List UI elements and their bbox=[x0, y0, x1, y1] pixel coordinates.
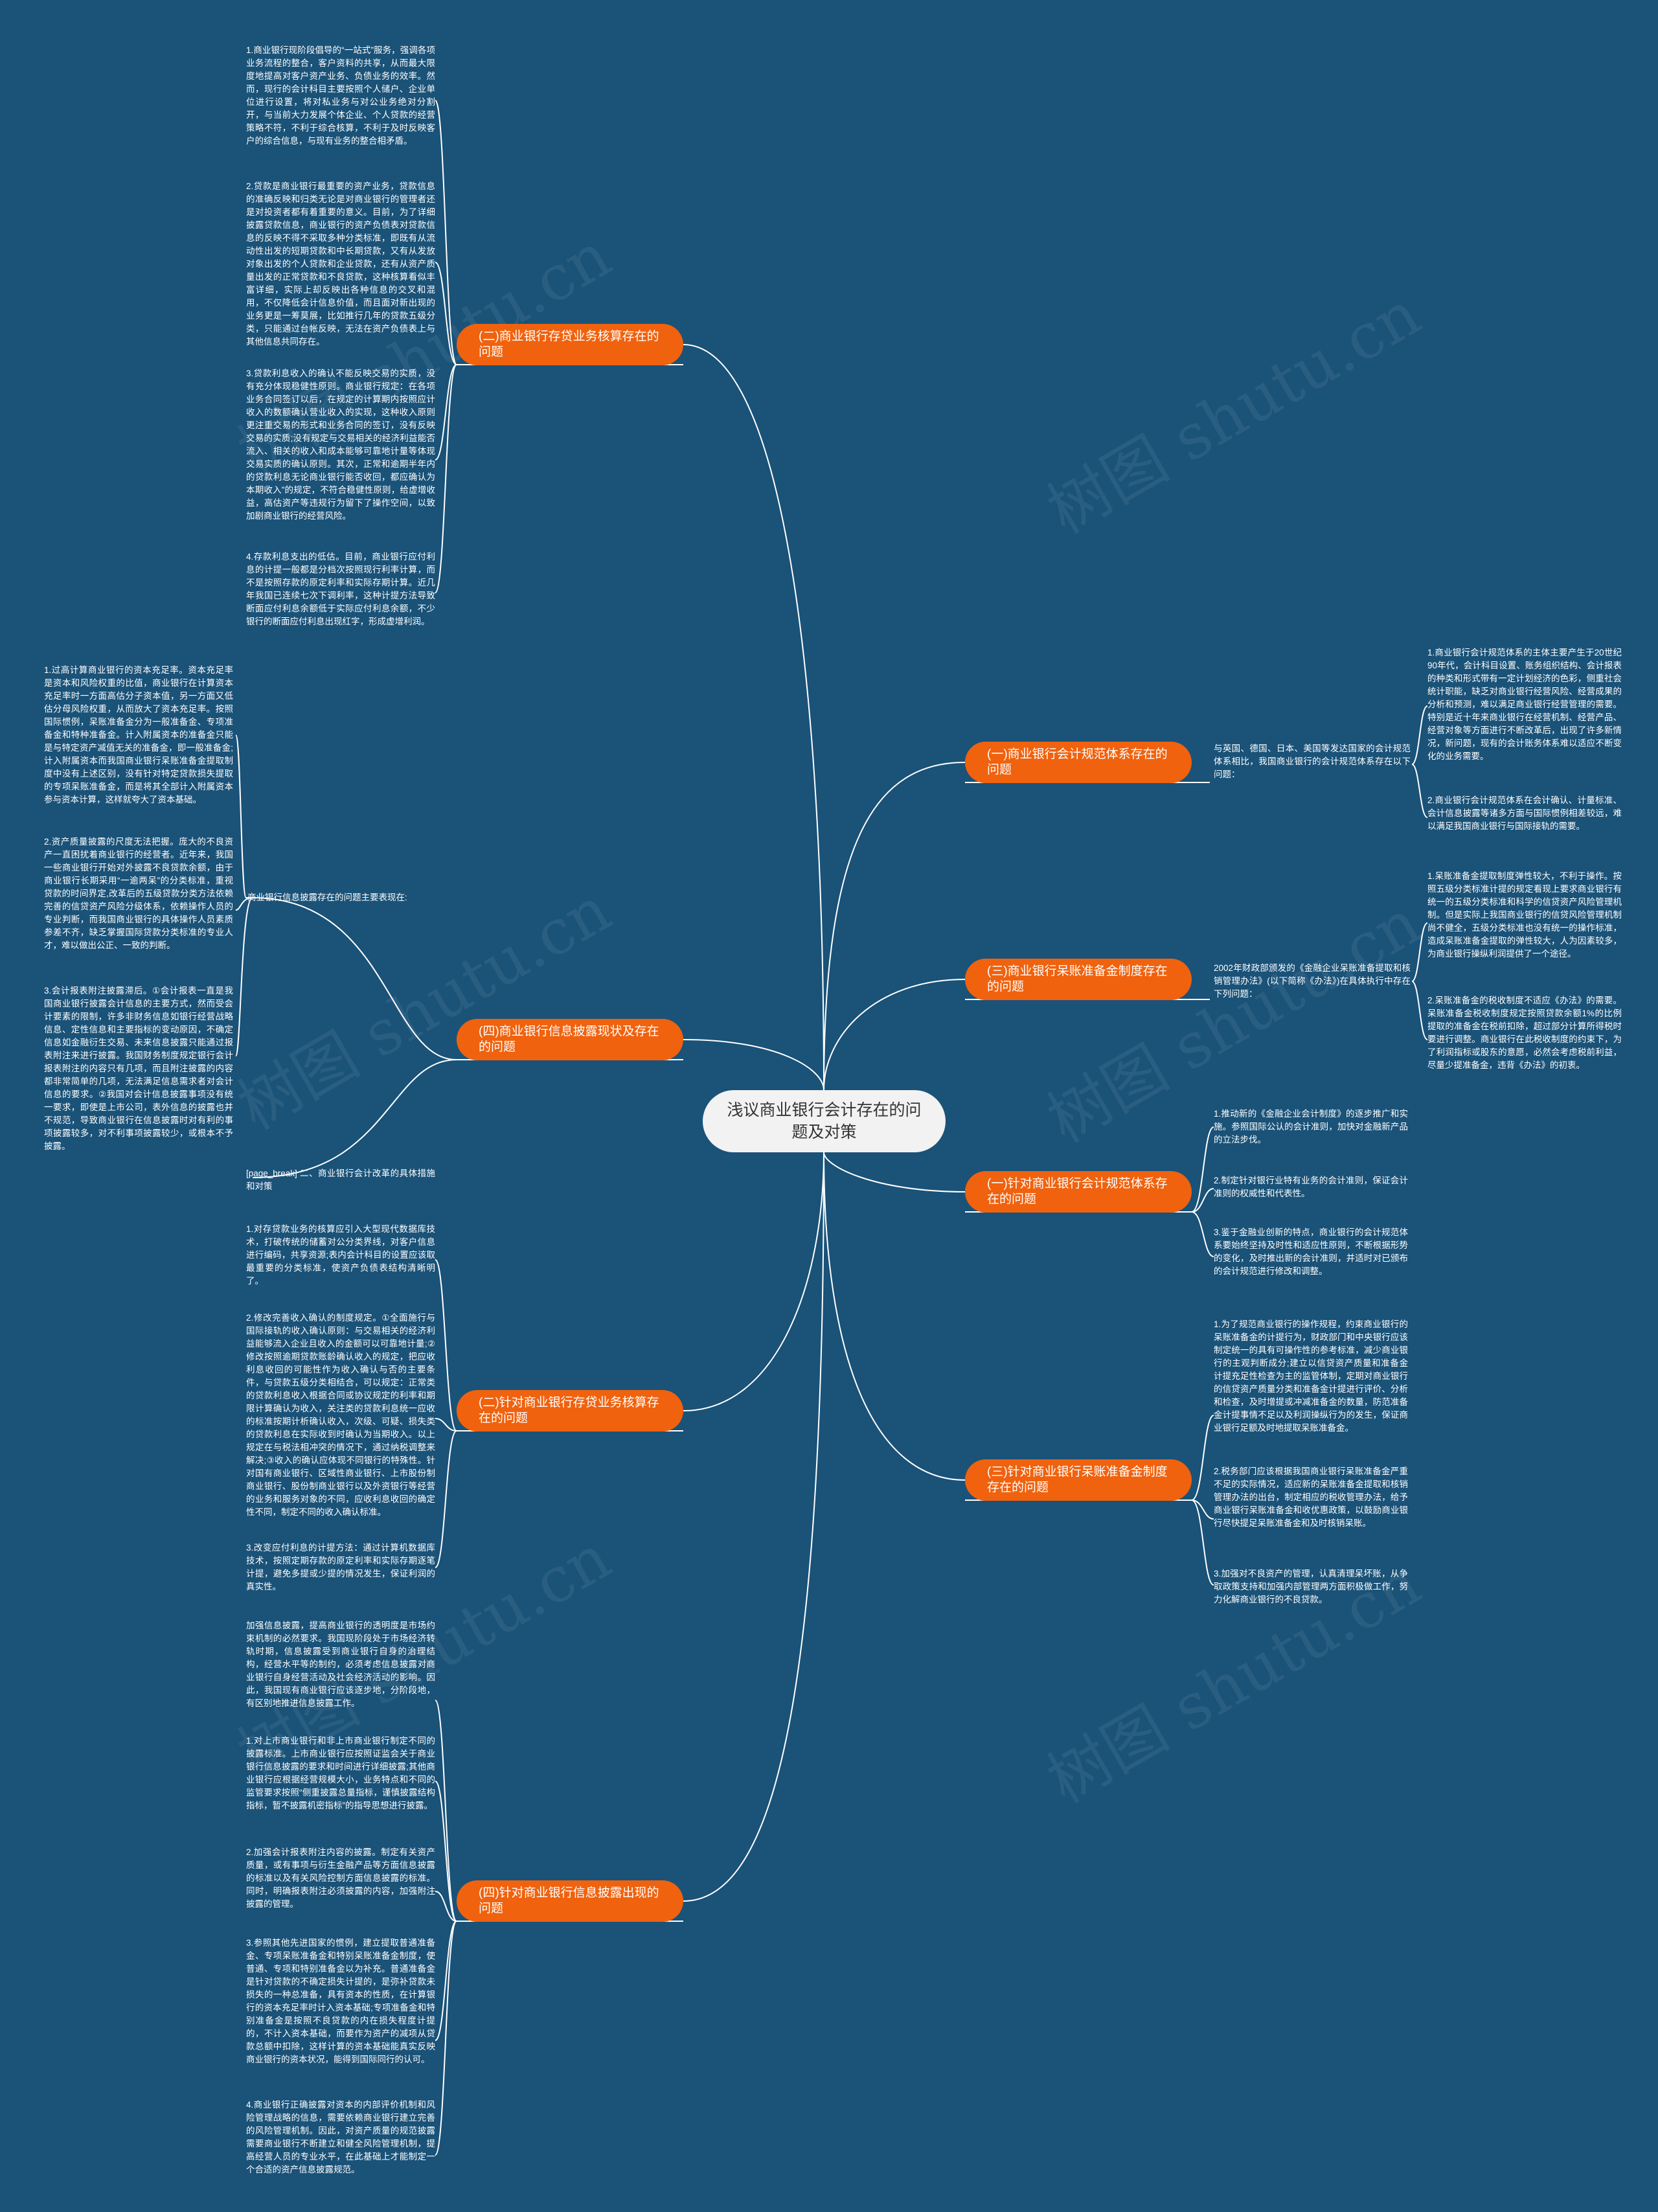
leaf-text: 1.商业银行会计规范体系的主体主要产生于20世纪90年代，会计科目设置、账务组织… bbox=[1427, 648, 1622, 761]
leaf-page-break: [page_break] 二、商业银行会计改革的具体措施和对策 bbox=[246, 1169, 435, 1191]
leaf-text: 1.过高计算商业银行的资本充足率。资本充足率是资本和风险权重的比值，商业银行在计… bbox=[44, 665, 233, 804]
branch-deposit-loan-measures[interactable]: (二)针对商业银行存贷业务核算存在的问题 bbox=[457, 1390, 683, 1431]
leaf-note: 与英国、德国、日本、美国等发达国家的会计规范体系相比，我国商业银行的会计规范体系… bbox=[1214, 744, 1411, 779]
leaf-text: 2.制定针对银行业特有业务的会计准则，保证会计准则的权威性和代表性。 bbox=[1214, 1176, 1408, 1198]
root-topic[interactable]: 浅议商业银行会计存在的问题及对策 bbox=[703, 1090, 946, 1152]
edge-root-b5 bbox=[823, 762, 966, 1091]
edge-root-b1 bbox=[683, 344, 824, 1091]
leaf-text: 3.会计报表附注披露滞后。①会计报表一直是我国商业银行披露会计信息的主要方式，然… bbox=[44, 986, 233, 1151]
branch-bad-debt-reserve-problems[interactable]: (三)商业银行呆账准备金制度存在的问题 bbox=[965, 959, 1192, 1000]
leaf-text: 加强信息披露，提高商业银行的透明度是市场约束机制的必然要求。我国现阶段处于市场经… bbox=[246, 1621, 435, 1708]
leaf-note: 2002年财政部颁发的《金融企业呆账准备提取和核销管理办法》(以下简称《办法》)… bbox=[1214, 963, 1411, 999]
branch-disclosure-measures[interactable]: (四)针对商业银行信息披露出现的问题 bbox=[457, 1880, 683, 1922]
leaf-text: 3.贷款利息收入的确认不能反映交易的实质，没有充分体现稳健性原则。商业银行规定：… bbox=[246, 369, 435, 521]
branch-accounting-standards-problems[interactable]: (一)商业银行会计规范体系存在的问题 bbox=[965, 742, 1192, 783]
leaf-text: 3.鉴于金融业创新的特点，商业银行的会计规范体系要始终坚持及时性和适应性原则，不… bbox=[1214, 1227, 1408, 1276]
branch-deposit-loan-problems[interactable]: (二)商业银行存贷业务核算存在的问题 bbox=[457, 324, 683, 365]
leaf-text: 2.资产质量披露的尺度无法把握。庞大的不良资产一直困扰着商业银行的经营者。近年来… bbox=[44, 837, 233, 950]
leaf-text: 2.贷款是商业银行最重要的资产业务，贷款信息的准确反映和归类无论是对商业银行的管… bbox=[246, 181, 435, 347]
leaf-text: 1.商业银行现阶段倡导的“一站式”服务，强调各项业务流程的整合，客户资料的共享，… bbox=[246, 45, 435, 146]
leaf-text: 3.加强对不良资产的管理，认真清理呆坏账，从争取政策支持和加强内部管理两方面积极… bbox=[1214, 1569, 1408, 1604]
leaf-text: 4.商业银行正确披露对资本的内部评价机制和风险管理战略的信息，需要依赖商业银行建… bbox=[246, 2100, 435, 2174]
edge-root-b3 bbox=[683, 1152, 824, 1411]
leaf-text: 3.参照其他先进国家的惯例，建立提取普通准备金、专项呆账准备金和特别呆账准备金制… bbox=[246, 1938, 435, 2064]
leaf-text: 2.加强会计报表附注内容的披露。制定有关资产质量，或有事项与衍生金融产品等方面信… bbox=[246, 1847, 435, 1909]
branch-accounting-standards-measures[interactable]: (一)针对商业银行会计规范体系存在的问题 bbox=[965, 1171, 1192, 1213]
edge-root-b7 bbox=[823, 1152, 966, 1192]
branch-disclosure-problems[interactable]: (四)商业银行信息披露现状及存在的问题 bbox=[457, 1019, 683, 1060]
leaf-text: 3.改变应付利息的计提方法：通过计算机数据库技术，按照定期存款的原定利率和实际存… bbox=[246, 1543, 435, 1591]
edge-root-b6 bbox=[823, 979, 966, 1091]
edge-root-b8 bbox=[823, 1152, 966, 1481]
leaf-text: 2.修改完善收入确认的制度规定。①全面施行与国际接轨的收入确认原则：与交易相关的… bbox=[246, 1313, 435, 1517]
leaf-text: 1.对上市商业银行和非上市商业银行制定不同的披露标准。上市商业银行应按照证监会关… bbox=[246, 1736, 435, 1810]
leaf-text: 2.税务部门应该根据我国商业银行呆账准备金严重不足的实际情况，适应新的呆账准备金… bbox=[1214, 1466, 1408, 1528]
leaf-text: 2.呆账准备金的税收制度不适应《办法》的需要。呆账准备金税收制度规定按照贷款余额… bbox=[1427, 996, 1622, 1070]
leaf-text: 1.呆账准备金提取制度弹性较大，不利于操作。按照五级分类标准计提的规定看现上要求… bbox=[1427, 871, 1622, 959]
branch-bad-debt-reserve-measures[interactable]: (三)针对商业银行呆账准备金制度存在的问题 bbox=[965, 1459, 1192, 1501]
leaf-note: 商业银行信息披露存在的问题主要表现在: bbox=[247, 893, 407, 902]
leaf-text: 4.存款利息支出的低估。目前，商业银行应付利息的计提一般都是分档次按照现行利率计… bbox=[246, 552, 435, 626]
leaf-text: 1.对存贷款业务的核算应引入大型现代数据库技术，打破传统的储蓄对公分类界线，对客… bbox=[246, 1224, 435, 1286]
leaf-text: 1.为了规范商业银行的操作规程，约束商业银行的呆账准备金的计提行为，财政部门和中… bbox=[1214, 1319, 1408, 1433]
edge-root-b2 bbox=[683, 1039, 824, 1091]
leaf-text: 2.商业银行会计规范体系在会计确认、计量标准、会计信息披露等诸多方面与国际惯例相… bbox=[1427, 795, 1622, 831]
edge-root-b4 bbox=[683, 1152, 824, 1902]
leaf-text: 1.推动新的《金融企业会计制度》的逐步推广和实施。参照国际公认的会计准则，加快对… bbox=[1214, 1109, 1408, 1145]
